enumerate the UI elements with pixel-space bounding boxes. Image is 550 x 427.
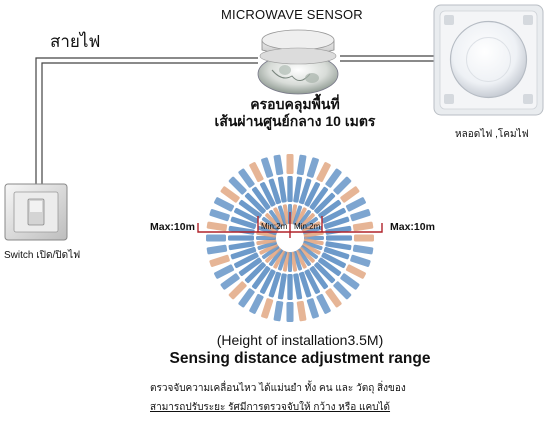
max-range-right-label: Max:10m <box>390 221 435 233</box>
sensing-ray <box>292 251 319 319</box>
sensing-rays <box>206 154 374 322</box>
sensing-ray <box>238 168 283 228</box>
sensing-ray <box>214 243 278 279</box>
sensing-ray <box>238 248 283 308</box>
max-range-left-label: Max:10m <box>150 221 195 233</box>
sensing-ray <box>302 243 366 279</box>
microwave-sensor-icon <box>257 29 339 95</box>
sensing-ray <box>220 186 280 231</box>
sensing-ray <box>299 176 352 229</box>
feature-note-line-1: ตรวจจับความเคลื่อนไหว ได้แม่นยำ ทั้ง คน … <box>150 383 406 394</box>
sensing-ray <box>261 251 288 319</box>
sensing-range-title: Sensing distance adjustment range <box>169 350 431 367</box>
sensor-title: MICROWAVE SENSOR <box>221 7 363 22</box>
sensing-ray <box>209 209 277 236</box>
sensing-ray <box>300 186 360 231</box>
coverage-line-2: เส้นผ่านศูนย์กลาง 10 เมตร <box>214 113 376 129</box>
switch-label: Switch เปิด/ปิดไฟ <box>4 250 81 261</box>
wire-lines <box>35 55 438 186</box>
sensing-ray <box>261 157 288 225</box>
sensing-ray <box>300 245 360 290</box>
sensing-ray <box>249 250 285 314</box>
sensing-ray <box>304 234 374 242</box>
coverage-description: ครอบคลุมพื้นที่ เส้นผ่านศูนย์กลาง 10 เมต… <box>180 96 410 130</box>
sensing-ray <box>295 162 331 226</box>
sensing-ray <box>228 247 281 300</box>
sensing-ray <box>299 247 352 300</box>
sensing-ray <box>273 251 290 322</box>
sensing-ray <box>214 197 278 233</box>
sensing-ray <box>297 248 342 308</box>
wire-switch-to-sensor <box>35 57 258 186</box>
sensing-ray <box>295 250 331 314</box>
sensing-ray <box>303 209 371 236</box>
wire-label: สายไฟ <box>50 32 101 51</box>
sensing-ray <box>209 240 277 267</box>
sensing-ray <box>249 162 285 226</box>
coverage-line-1: ครอบคลุมพื้นที่ <box>250 96 340 112</box>
sensing-ray <box>303 238 374 255</box>
sensing-ray <box>302 197 366 233</box>
sensing-ray <box>292 157 319 225</box>
sensing-ray <box>290 154 307 225</box>
min-range-right-label: Min:2m <box>294 222 321 231</box>
installation-height-text: (Height of installation3.5M) <box>216 332 384 348</box>
lamp-label: หลอดไฟ ,โคมไฟ <box>455 129 529 140</box>
sensing-ray <box>228 176 281 229</box>
sensing-ray <box>303 240 371 267</box>
sensing-ray <box>273 154 290 225</box>
sensing-ray <box>206 238 277 255</box>
ceiling-lamp-icon <box>433 4 544 116</box>
sensing-ray <box>290 251 307 322</box>
feature-note: ตรวจจับความเคลื่อนไหว ได้แม่นยำ ทั้ง คน … <box>150 379 450 417</box>
min-range-left-label: Min:2m <box>261 222 288 231</box>
sensing-pattern <box>206 154 374 322</box>
feature-note-line-2: สามารถปรับระยะ รัศมีการตรวจจับให้ กว้าง … <box>150 402 391 413</box>
sensing-ray <box>297 168 342 228</box>
wall-switch-icon <box>4 183 68 241</box>
sensing-ray <box>220 245 280 290</box>
